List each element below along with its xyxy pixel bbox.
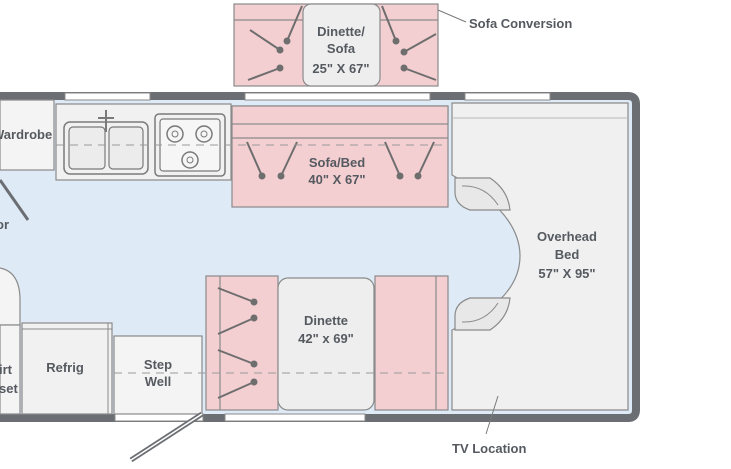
dinette-label: Dinette — [304, 313, 348, 328]
tv-location-leader — [485, 395, 499, 435]
shirt-closet-label-2: set — [0, 381, 18, 396]
door-label-partial: or — [0, 217, 9, 232]
window — [64, 92, 151, 101]
window — [464, 92, 551, 101]
dinette: Dinette 42" x 69" — [205, 275, 449, 411]
door-swing — [0, 179, 30, 221]
dinette-dims: 42" x 69" — [298, 331, 354, 346]
overhead-bed-dims: 57" X 95" — [538, 266, 595, 281]
shirt-closet-curve — [0, 267, 21, 326]
entry-door — [129, 411, 204, 463]
dinette-sofa-label-1: Dinette/ — [317, 24, 365, 39]
step-well — [113, 335, 203, 415]
outer-wall — [0, 92, 640, 422]
sofa-conversion-label: Sofa Conversion — [469, 16, 572, 31]
dinette-sofa-label-2: Sofa — [327, 41, 356, 56]
wardrobe-label: Wardrobe — [0, 127, 52, 142]
shirt-closet-label-1: irt — [0, 362, 13, 377]
step-well-label-2: Well — [145, 374, 172, 389]
refrigerator — [21, 322, 113, 415]
window — [224, 413, 366, 422]
sofa-bed-dims: 40" X 67" — [308, 172, 365, 187]
overhead-bed-label-2: Bed — [555, 247, 580, 262]
cab-seat-top — [454, 177, 511, 211]
shirt-closet — [0, 324, 21, 415]
tv-location-label: TV Location — [452, 441, 526, 456]
cab-seat-bottom — [454, 297, 511, 331]
dinette-sofa-dims: 25" X 67" — [312, 61, 369, 76]
sofa-bed-label: Sofa/Bed — [309, 155, 365, 170]
sink — [63, 110, 149, 175]
dinette-sofa-conversion: Dinette/ Sofa 25" X 67" — [233, 3, 439, 87]
sofa-conversion-leader — [437, 9, 467, 23]
wardrobe — [0, 99, 55, 171]
refrig-label: Refrig — [46, 360, 84, 375]
sofa-bed: Sofa/Bed 40" X 67" — [231, 105, 449, 208]
window — [244, 92, 431, 101]
overhead-bed-label-1: Overhead — [537, 229, 597, 244]
step-well-label-1: Step — [144, 357, 172, 372]
